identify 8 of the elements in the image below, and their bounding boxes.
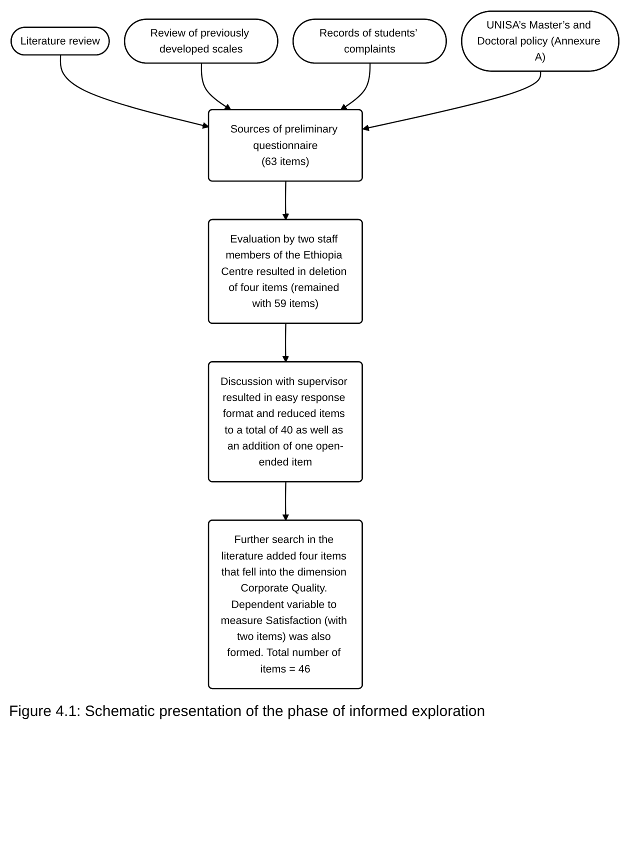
arrow [340,63,371,110]
arrow [200,63,232,110]
figure-caption: Figure 4.1: Schematic presentation of the phase of informed exploration [9,702,486,720]
arrow [60,55,210,129]
arrow [282,482,290,521]
arrow [362,72,542,132]
arrow [282,324,290,362]
arrow [282,181,290,220]
